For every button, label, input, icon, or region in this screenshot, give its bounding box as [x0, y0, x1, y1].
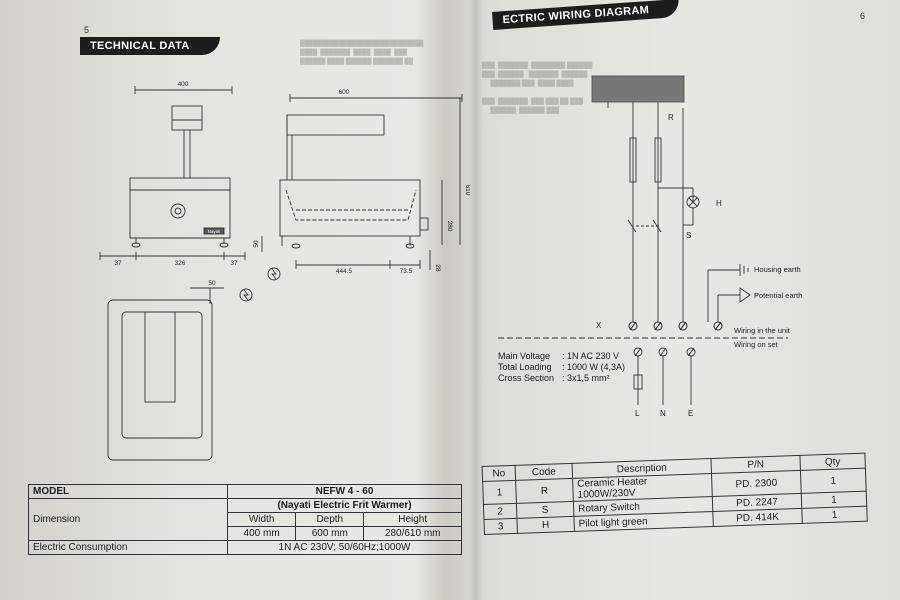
dim-foot-height: 28 [434, 264, 441, 272]
label-pilot-h: H [716, 199, 722, 208]
cell-pn: PD. 2300 [711, 470, 802, 497]
rating-cross-section: Cross Section: 3x1,5 mm² [498, 373, 610, 383]
right-page: 6 ECTRIC WIRING DIAGRAM ███ ███████ ████… [478, 0, 900, 600]
height-value: 280/610 mm [363, 526, 462, 541]
label-housing-earth: Housing earth [754, 265, 801, 274]
model-value: NEFW 4 - 60 [227, 484, 462, 499]
dim-foot-span: 326 [175, 260, 186, 267]
rating-loading: Total Loading: 1000 W (4,3A) [498, 362, 626, 372]
rating-voltage: Main Voltage: 1N AC 230 V [498, 351, 620, 361]
dim-foot-right: 37 [230, 260, 238, 267]
cell-code: H [516, 516, 575, 534]
page-gutter [468, 0, 484, 600]
cell-code: R [515, 478, 574, 504]
dim-side-span: 444.5 [336, 268, 353, 275]
label-wiring-set: Wiring on set [734, 340, 779, 349]
label-phase-r: R [668, 113, 674, 122]
bleed-through-text: █████████████████████████████ ████ █████… [300, 41, 424, 65]
page-number-left: 5 [84, 25, 90, 35]
cell-no: 2 [483, 503, 517, 520]
bleed-through-text-right: ███ ███████ ████████ ██████ ███ ██████ █… [482, 63, 593, 114]
dim-plan: 50 [208, 280, 216, 287]
dim-side-offset: 50 [253, 240, 260, 248]
label-potential-earth: Potential earth [754, 291, 802, 300]
label-wiring-unit: Wiring in the unit [734, 326, 791, 335]
brand-plate: Nayati [208, 229, 221, 234]
dimension-label: Dimension [28, 498, 228, 541]
left-page: 5 TECHNICAL DATA ███████████████████████… [28, 25, 470, 555]
consumption-label: Electric Consumption [28, 540, 228, 555]
parts-table: No Code Description P/N Qty 1 R Ceramic … [482, 453, 868, 535]
wiring-diagram: R H S X Housing earth Potential earth Wi… [498, 75, 802, 418]
technical-drawing: 400 600 610 280 37 326 37 50 444.5 73.5 … [99, 81, 470, 461]
ratings-block: Main Voltage: 1N AC 230 V Total Loading:… [498, 351, 625, 384]
dim-side-rear: 73.5 [400, 268, 413, 275]
header-no: No [482, 465, 516, 482]
label-out-n: N [660, 409, 666, 418]
spec-table: MODEL NEFW 4 - 60 Dimension (Nayati Elec… [28, 484, 462, 555]
cell-no: 3 [483, 518, 518, 535]
label-out-l: L [635, 409, 640, 418]
page-number-right: 6 [860, 11, 866, 21]
label-terminal-x: X [596, 321, 602, 330]
dim-height-max: 610 [464, 185, 470, 196]
dim-width-top: 400 [178, 81, 189, 88]
cell-qty: 1 [800, 468, 867, 494]
model-label: MODEL [28, 484, 228, 499]
dim-depth: 600 [339, 89, 350, 96]
width-value: 400 mm [226, 526, 297, 541]
cell-pn: PD. 414K [712, 508, 803, 527]
depth-value: 600 mm [295, 526, 365, 541]
height-label: Height [363, 512, 462, 527]
cell-qty: 1 [801, 506, 868, 524]
width-label: Width [226, 512, 297, 527]
wiring-diagram-title: ECTRIC WIRING DIAGRAM [492, 0, 680, 30]
cell-no: 1 [482, 480, 517, 505]
technical-data-title: TECHNICAL DATA [80, 37, 220, 55]
model-name: (Nayati Electric Frit Warmer) [227, 498, 462, 513]
dim-foot-left: 37 [114, 260, 122, 267]
label-switch-s: S [686, 231, 691, 240]
dim-height-min: 280 [446, 221, 453, 232]
label-out-e: E [688, 409, 693, 418]
consumption-value: 1N AC 230V; 50/60Hz;1000W [227, 540, 462, 555]
depth-label: Depth [295, 512, 365, 527]
